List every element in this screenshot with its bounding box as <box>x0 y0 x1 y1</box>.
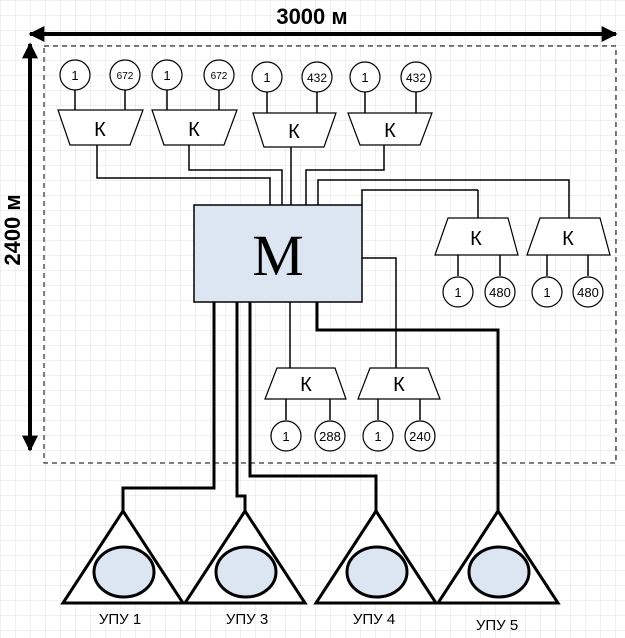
k-trapezoid <box>151 109 238 146</box>
bottom-group-2: К 1 240 <box>357 367 441 452</box>
circle-right-label: 432 <box>406 71 426 85</box>
circle-right-label: 240 <box>409 429 431 444</box>
upu-ellipse <box>345 545 409 599</box>
circle-left-label: 1 <box>71 68 78 83</box>
k-label: К <box>562 228 574 250</box>
upu-ellipse <box>467 545 531 599</box>
top-group-4: 1 432 К <box>347 61 433 146</box>
circle-left-label: 1 <box>374 429 381 444</box>
circle-left-label: 1 <box>163 68 170 83</box>
circle-left <box>531 276 563 308</box>
right-group-2: К 1 480 <box>526 217 611 308</box>
circle-left-label: 1 <box>263 70 270 85</box>
circle-right <box>404 420 436 452</box>
k-label: К <box>288 121 300 143</box>
k-trapezoid <box>357 367 441 400</box>
circle-left <box>362 420 394 452</box>
k-trapezoid <box>434 217 519 256</box>
k-label: К <box>393 374 405 396</box>
circle-left <box>349 61 381 93</box>
upu-1: УПУ 1 <box>60 508 186 628</box>
main-box-label: М <box>252 223 304 288</box>
circle-right-label: 480 <box>489 285 511 300</box>
bottom-group-1: К 1 288 <box>264 367 347 452</box>
right-group-1: К 1 480 <box>434 217 519 308</box>
upu-5: УПУ 5 <box>435 508 561 634</box>
k-trapezoid <box>57 109 144 146</box>
thick-connections <box>121 302 500 513</box>
circle-left-label: 1 <box>543 285 550 300</box>
upu-label: УПУ 3 <box>226 611 268 628</box>
circle-right-label: 672 <box>211 71 228 82</box>
upu-ellipse <box>214 545 278 599</box>
circle-left <box>151 59 183 91</box>
circle-right <box>400 61 432 93</box>
circle-left-label: 1 <box>361 70 368 85</box>
k-trapezoid <box>264 367 347 400</box>
height-label: 2400 м <box>0 194 25 265</box>
k-label: К <box>470 228 482 250</box>
upu-label: УПУ 4 <box>353 611 395 628</box>
k-label: К <box>384 120 396 142</box>
upu-label: УПУ 5 <box>476 617 518 634</box>
circle-left-label: 1 <box>454 285 461 300</box>
circle-right-label: 432 <box>307 71 327 85</box>
circle-right-label: 288 <box>319 429 341 444</box>
main-box <box>193 204 363 303</box>
upu-label: УПУ 1 <box>99 611 141 628</box>
circle-right-label: 672 <box>117 71 134 82</box>
upu-3: УПУ 3 <box>182 508 308 628</box>
circle-left <box>251 61 283 93</box>
width-label: 3000 м <box>276 4 347 29</box>
k-label: К <box>94 119 106 141</box>
top-group-3: 1 432 К <box>251 61 337 148</box>
circle-left-label: 1 <box>282 429 289 444</box>
circle-right <box>109 59 141 91</box>
circle-right-label: 480 <box>577 285 599 300</box>
circle-left <box>442 276 474 308</box>
top-group-1: 1 672 К <box>57 59 144 146</box>
thin-connections <box>74 90 589 420</box>
top-group-2: 1 672 К <box>151 59 238 146</box>
upu-ellipse <box>92 545 156 599</box>
circle-left <box>270 420 302 452</box>
k-label: К <box>188 119 200 141</box>
k-trapezoid <box>347 112 433 146</box>
circle-right <box>484 276 516 308</box>
k-trapezoid <box>526 217 611 256</box>
k-trapezoid <box>252 112 337 148</box>
circle-right <box>301 61 333 93</box>
circle-right <box>572 276 604 308</box>
circle-right <box>314 420 346 452</box>
upu-4: УПУ 4 <box>313 508 439 628</box>
k-label: К <box>300 374 312 396</box>
circle-right <box>203 59 235 91</box>
circle-left <box>59 59 91 91</box>
